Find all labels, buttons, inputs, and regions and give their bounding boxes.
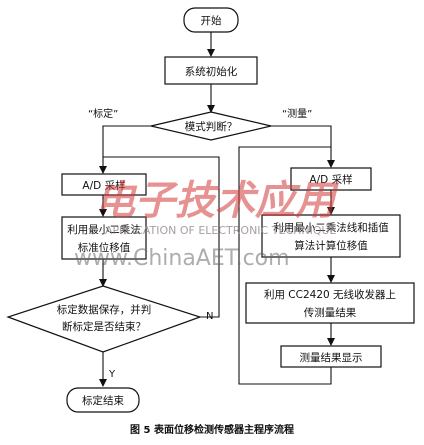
tx-node: [245, 282, 415, 324]
watermark-en: APPLICATION OF ELECTRONIC TECHNIQUE: [105, 224, 337, 237]
calib-decision-label-1: 标定数据保存，并判: [57, 303, 152, 316]
start-label: 开始: [201, 14, 222, 27]
store-standard-label-2: 标准位移值: [78, 241, 131, 254]
display-node: [280, 345, 382, 368]
fit-node: [261, 214, 401, 258]
no-edge-label: N: [206, 311, 213, 322]
calib-decision-label-2: 断标定是否结束？: [62, 320, 146, 333]
store-standard-node: [61, 216, 147, 260]
fit-label-1: 利用最小二乘法线和插值: [273, 221, 389, 234]
store-standard-label-1: 利用最小二乘法: [67, 223, 141, 236]
ad-right-label: A/D 采样: [309, 173, 352, 186]
edge-mode-left: [99, 125, 151, 174]
watermark-url: www.ChinaAET.com: [74, 246, 290, 271]
mode-label: 模式判断？: [185, 120, 238, 133]
figure-caption: 图 5 表面位移检测传感器主程序流程: [130, 423, 294, 436]
ad-left-label: A/D 采样: [82, 179, 125, 192]
display-label: 测量结果显示: [300, 351, 363, 364]
edge-right-loop: [238, 146, 332, 385]
edge-mode-right: [271, 125, 335, 168]
tx-label-2: 传测量结果: [304, 306, 357, 319]
mode-decision: [150, 111, 272, 141]
fit-label-2: 算法计算位移值: [294, 239, 368, 252]
edge-loop-return: [103, 156, 220, 318]
init-node: [164, 56, 258, 85]
yes-edge-label: Y: [108, 369, 116, 380]
watermark-cn: 电子技术应用: [95, 177, 339, 224]
init-label: 系统初始化: [185, 65, 238, 78]
calib-end-label: 标定结束: [82, 394, 124, 407]
calib-end-node: [66, 387, 140, 413]
calib-decision: [6, 285, 202, 353]
measure-edge-label: “测量”: [282, 107, 312, 120]
tx-label-1: 利用 CC2420 无线收发器上: [264, 288, 396, 301]
calibrate-edge-label: “标定”: [88, 107, 118, 120]
ad-left-node: [61, 173, 147, 196]
